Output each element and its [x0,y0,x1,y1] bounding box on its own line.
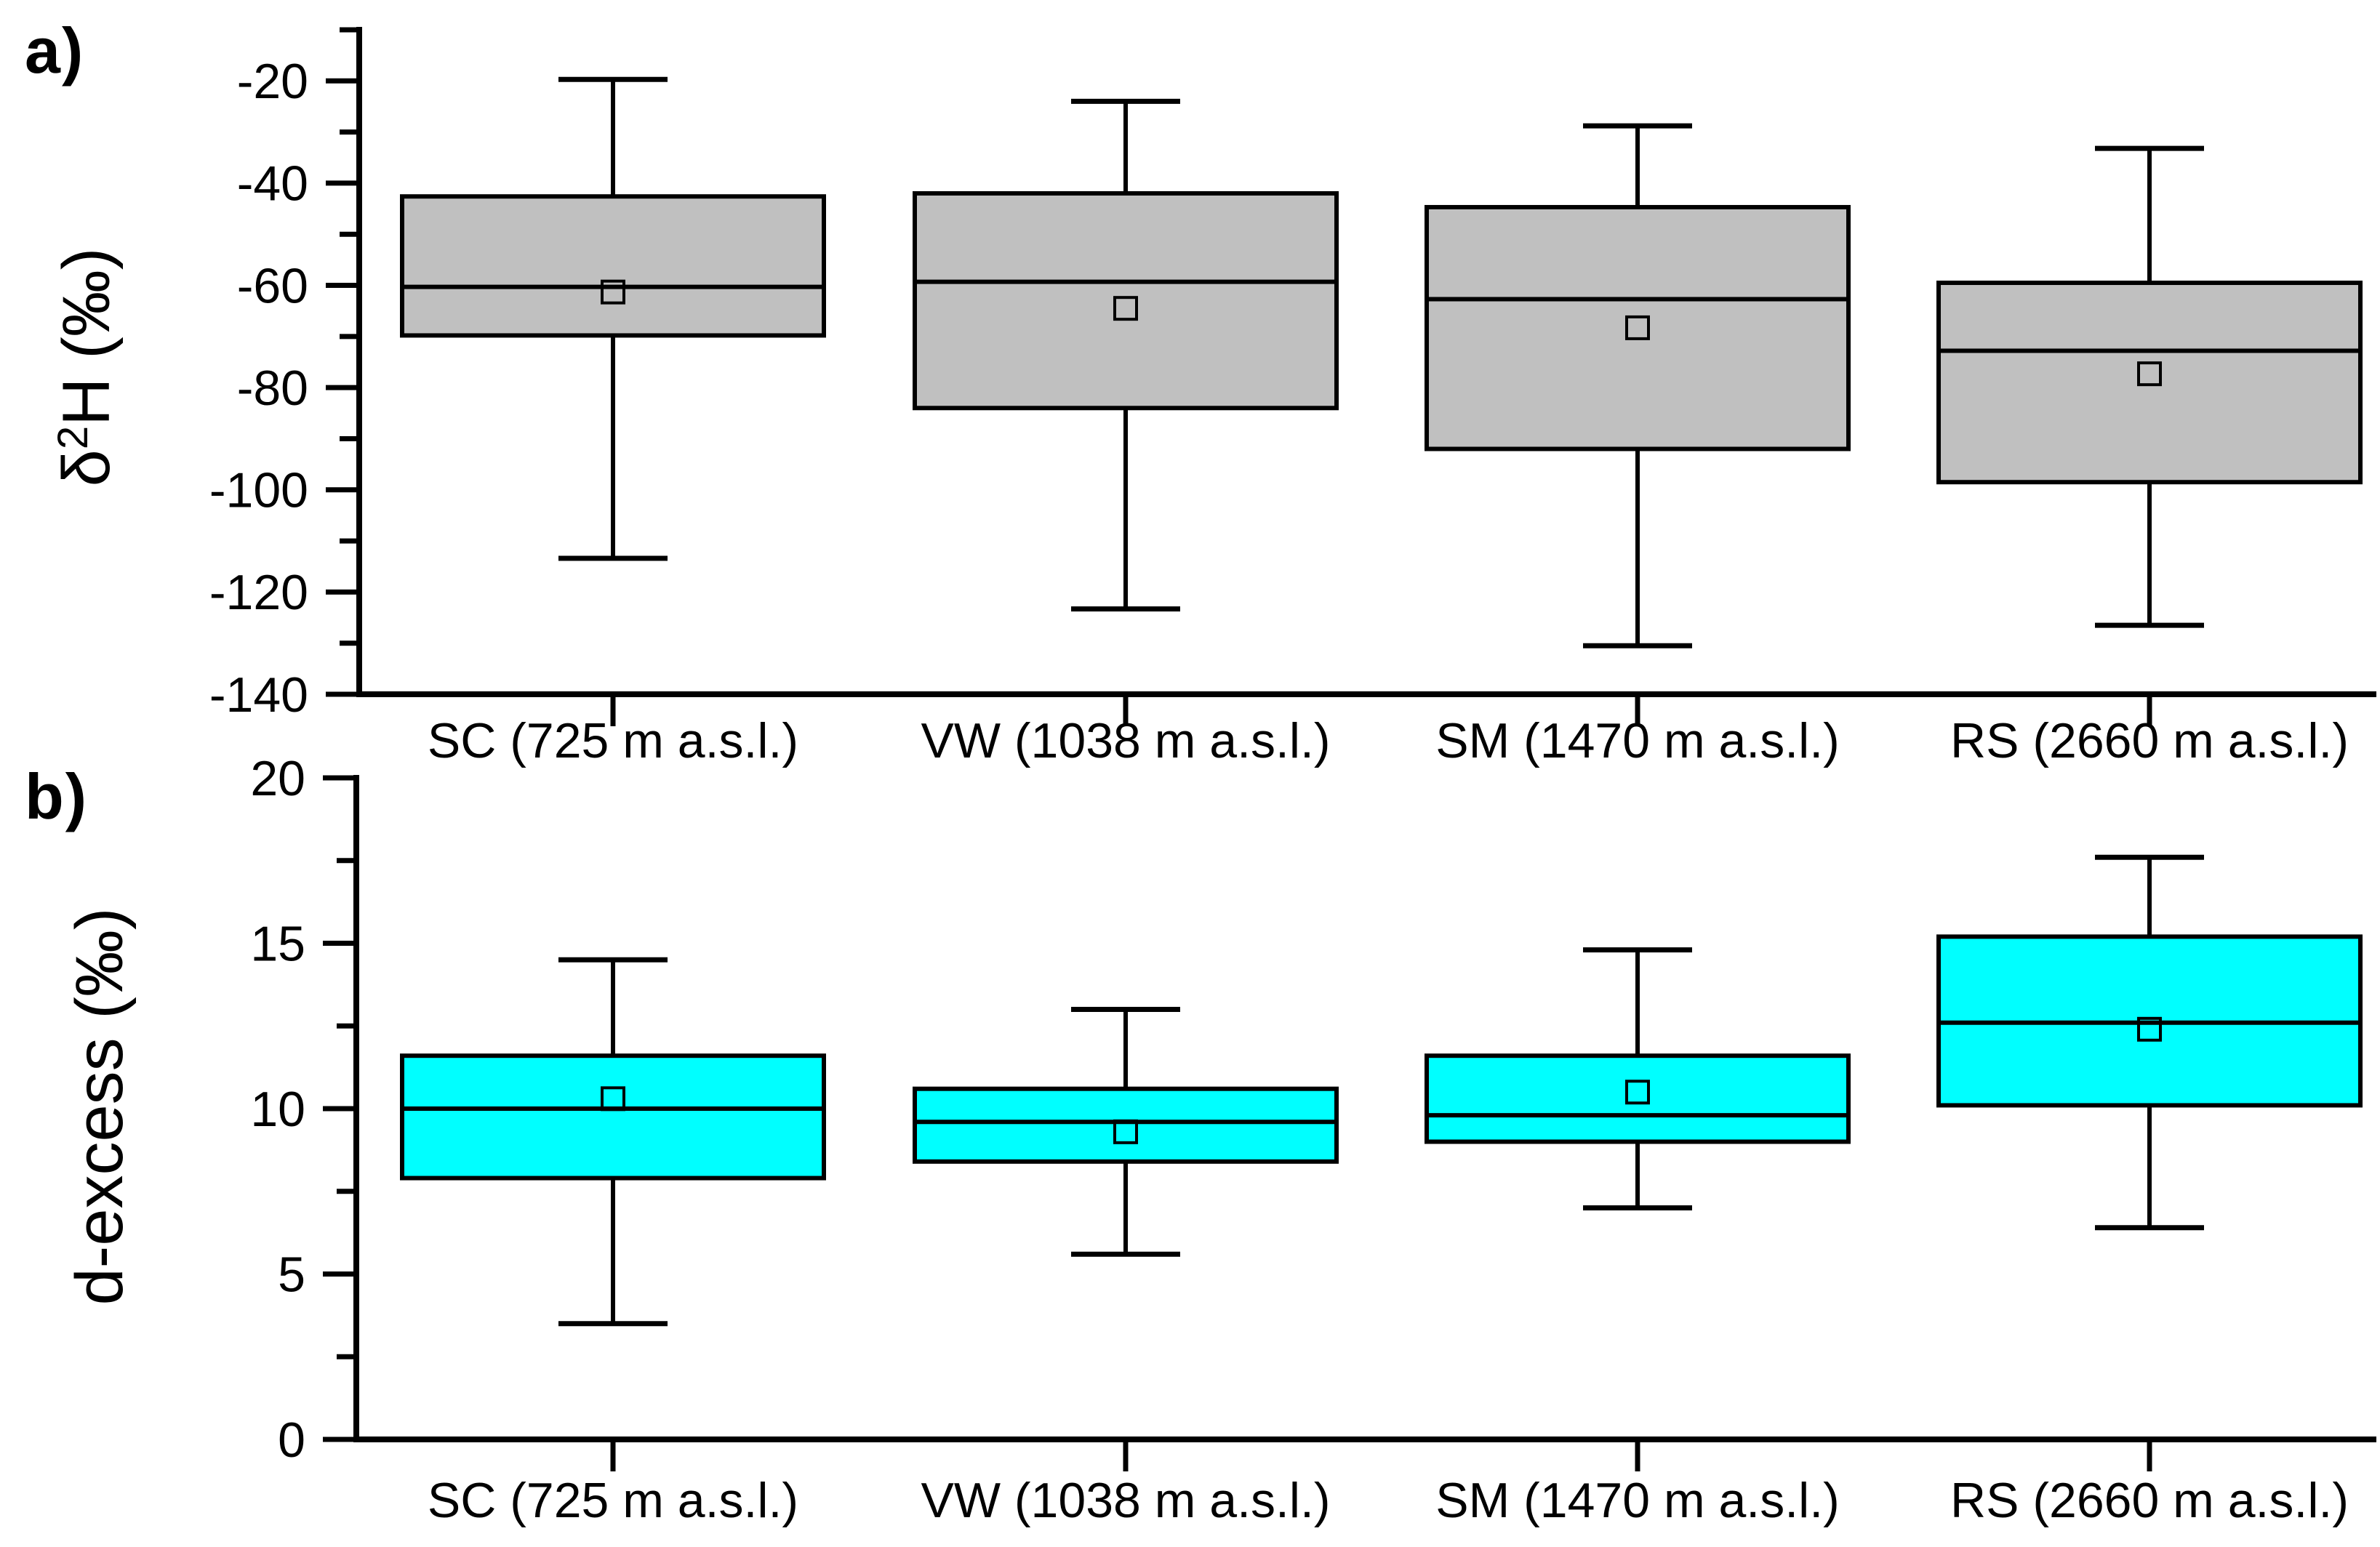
mean-square-marker [2137,1016,2162,1042]
box-b-3 [1425,947,1851,1210]
mean-square-marker [1113,1119,1138,1144]
iqr-box [913,1086,1339,1164]
y-tick-label-a: -100 [209,463,308,518]
box-b-1 [400,957,826,1327]
y-tick-label-b: 0 [278,1413,305,1468]
panel-b: 20 15 10 5 0 SC (725 m a.s.l.) VW (1038 m a.s.… [63,751,2376,1528]
y-axis-title-a: δ2H (‰) [49,248,124,487]
box-a-4 [1936,145,2363,628]
iqr-box [1425,204,1851,451]
category-label-a: VW (1038 m a.s.l.) [921,713,1330,768]
box-b-4 [1936,854,2363,1231]
box-a-2 [913,98,1339,612]
category-label-b: SM (1470 m a.s.l.) [1435,1473,1840,1528]
y-tick-label-a: -40 [237,156,308,212]
iqr-box [913,190,1339,411]
mean-square-marker [1113,296,1138,321]
mean-square-marker [2137,361,2162,387]
category-label-b: RS (2660 m a.s.l.) [1950,1473,2349,1528]
y-tick-label-a: -60 [237,258,308,313]
box-a-1 [400,76,826,561]
mean-square-marker [601,279,625,305]
mean-square-marker [1625,315,1650,340]
category-label-b: SC (725 m a.s.l.) [428,1473,798,1528]
y-tick-label-b: 10 [250,1082,305,1137]
panel-b-tag: b) [25,760,89,832]
category-label-a: SC (725 m a.s.l.) [428,713,798,768]
panel-a: -20 -40 -60 -80 -100 -120 -140 SC (725 m a.s.l.… [49,27,2376,768]
y-tick-label-b: 15 [250,916,305,971]
category-label-a: SM (1470 m a.s.l.) [1435,713,1840,768]
y-tick-label-a: -140 [209,667,308,723]
y-tick-label-b: 20 [250,751,305,806]
y-tick-label-a: -120 [209,565,308,620]
y-tick-label-a: -20 [237,54,308,109]
box-a-3 [1425,123,1851,648]
iqr-box [400,1053,826,1181]
iqr-box [400,194,826,338]
mean-square-marker [601,1086,625,1112]
y-axis-title-b: d-excess (‰) [63,908,137,1306]
iqr-box [1425,1053,1851,1144]
mean-square-marker [1625,1080,1650,1105]
y-tick-label-b: 5 [278,1247,305,1302]
y-tick-label-a: -80 [237,361,308,416]
category-label-b: VW (1038 m a.s.l.) [921,1473,1330,1528]
box-b-2 [913,1007,1339,1257]
category-label-a: RS (2660 m a.s.l.) [1950,713,2349,768]
panel-a-tag: a) [25,15,85,87]
iqr-box [1936,281,2363,485]
